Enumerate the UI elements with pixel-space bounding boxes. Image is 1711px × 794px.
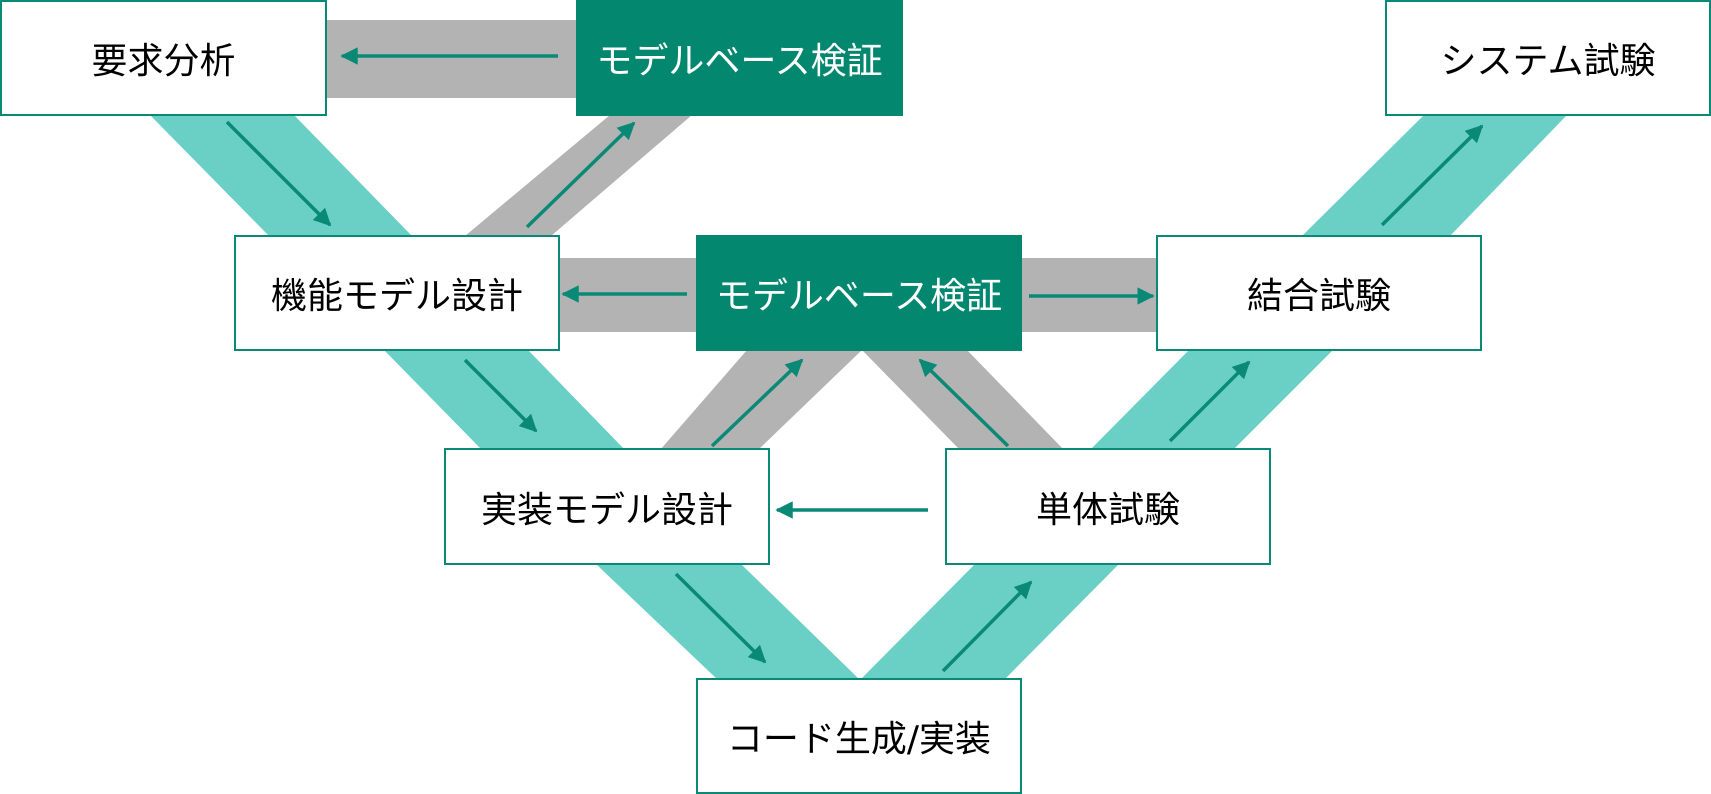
band-verify-top-to-requirements [326,20,578,98]
implementation-model-design-node: 実装モデル設計 [444,448,770,565]
unit-test-node: 単体試験 [945,448,1271,565]
requirements-analysis-node: 要求分析 [0,0,327,116]
arrow-unit-to-integration [1168,360,1251,443]
arrow-functional-to-verify-top [525,121,636,229]
arrow-functional-to-implementation [463,358,538,433]
arrow-requirements-to-functional [225,120,332,227]
arrow-unit-to-verify-middle [918,358,1010,448]
band-integration-to-system [1302,115,1567,236]
arrow-implementation-to-verify-middle [710,358,804,448]
band-implementation-to-code [597,565,860,680]
arrow-integration-to-system [1380,124,1484,227]
functional-model-design-node: 機能モデル設計 [234,235,560,351]
system-test-node: システム試験 [1385,0,1711,116]
arrow-implementation-to-code [674,572,767,664]
model-verification-middle-node: モデルベース検証 [696,235,1022,351]
arrow-code-to-unit [941,580,1033,673]
model-verification-top-node: モデルベース検証 [576,0,903,116]
code-generation-node: コード生成/実装 [696,678,1022,794]
integration-test-node: 結合試験 [1156,235,1482,351]
